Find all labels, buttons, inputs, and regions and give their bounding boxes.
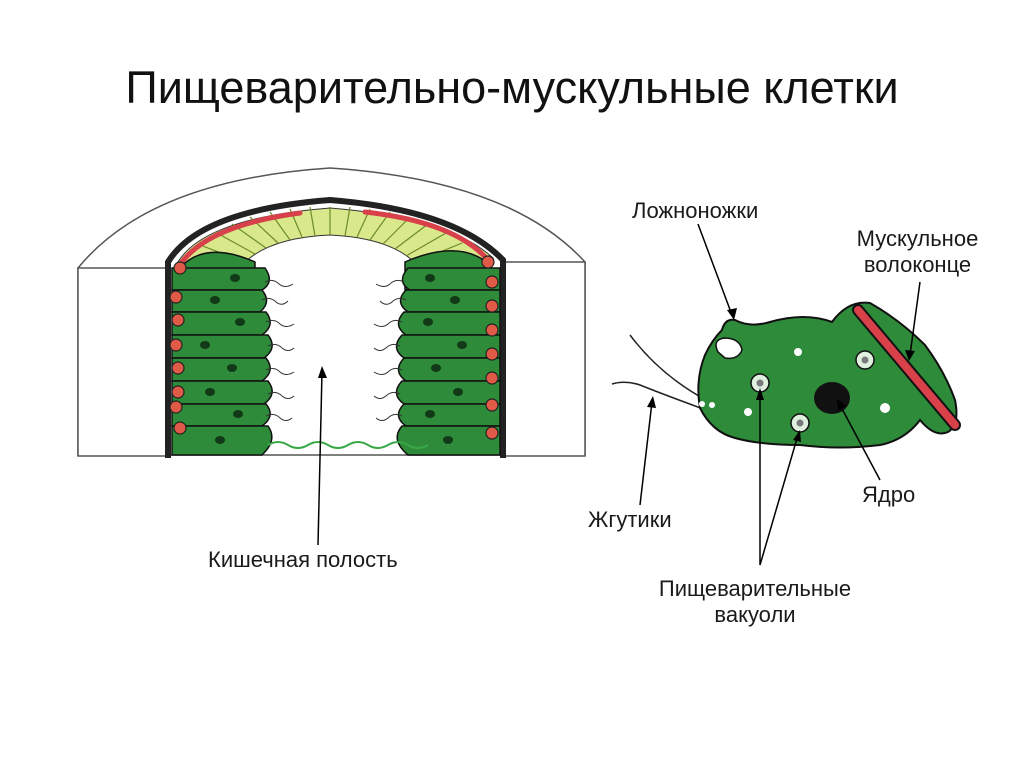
cell-muscle-fiber-fill <box>854 306 959 429</box>
label-muscle-fiber-line1: Мускульное <box>856 226 979 251</box>
label-muscle-fiber-line2: волоконце <box>863 252 972 277</box>
cavity-bottom-line <box>267 441 429 449</box>
muscle-bases <box>169 255 499 440</box>
arch-muscle-right <box>362 209 491 263</box>
flagellum-2 <box>611 381 707 411</box>
slide-title: Пищеварительно-мускульные клетки <box>125 62 899 113</box>
left-block <box>77 267 167 457</box>
flagellum-1 <box>629 334 707 401</box>
label-pseudopods: Ложноножки <box>632 198 759 223</box>
left-cell-column <box>171 267 273 456</box>
arch-muscle-left <box>179 210 303 265</box>
cell-nuclei <box>200 274 467 444</box>
cell-nucleus <box>814 382 850 414</box>
right-cell-column <box>395 267 501 456</box>
label-nucleus: Ядро <box>862 482 916 507</box>
label-vacuoles-line2: вакуоли <box>714 602 796 627</box>
cavity-flagella <box>261 279 407 421</box>
leader-lines-right <box>639 223 921 566</box>
label-intestinal-cavity: Кишечная полость <box>208 547 398 572</box>
label-flagella: Жгутики <box>588 507 672 532</box>
cell-white-dots <box>699 348 890 416</box>
label-vacuoles-line1: Пищеварительные <box>658 576 852 601</box>
cell-body <box>697 301 958 449</box>
mesoglea-boundary <box>165 196 506 458</box>
label-muscle-fiber: Мускульное волоконце <box>845 226 990 278</box>
pseudopod-notch <box>715 337 743 360</box>
right-block <box>504 261 586 457</box>
body-wall-section <box>77 167 586 458</box>
single-cell <box>611 301 961 449</box>
label-digestive-vacuoles: Пищеварительные вакуоли <box>640 576 870 628</box>
leader-intestinal-cavity <box>317 366 327 546</box>
vacuole-cores <box>756 356 869 427</box>
